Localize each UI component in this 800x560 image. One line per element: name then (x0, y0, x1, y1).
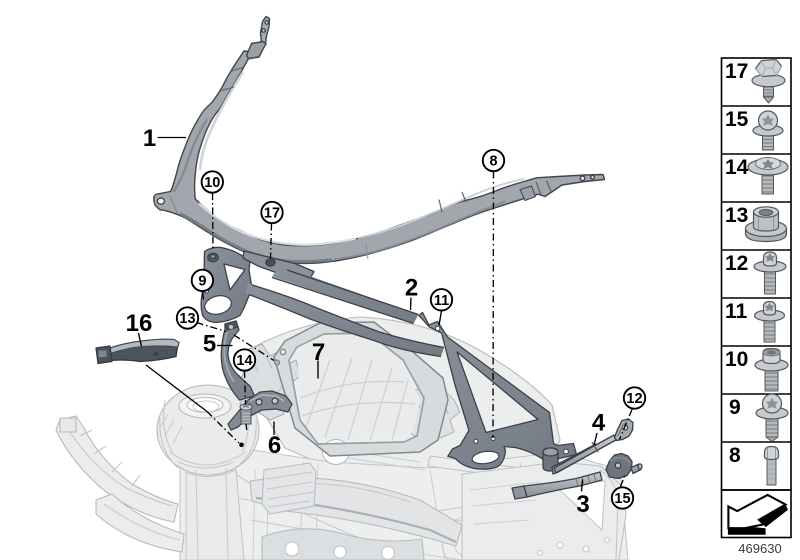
svg-text:12: 12 (626, 391, 642, 407)
svg-text:7: 7 (312, 339, 325, 366)
svg-text:10: 10 (725, 348, 748, 371)
svg-text:9: 9 (729, 396, 741, 419)
svg-text:13: 13 (179, 311, 195, 327)
svg-text:11: 11 (434, 293, 449, 309)
svg-text:16: 16 (126, 310, 153, 337)
svg-text:15: 15 (614, 491, 630, 507)
svg-text:6: 6 (268, 432, 281, 459)
svg-text:14: 14 (236, 353, 252, 369)
svg-text:5: 5 (203, 331, 216, 358)
svg-text:13: 13 (725, 204, 748, 227)
svg-text:14: 14 (725, 156, 749, 179)
svg-text:4: 4 (592, 410, 606, 437)
svg-text:9: 9 (198, 273, 206, 289)
svg-text:15: 15 (725, 108, 749, 131)
svg-text:8: 8 (729, 444, 741, 467)
svg-text:10: 10 (204, 175, 220, 191)
svg-text:469630: 469630 (738, 541, 781, 556)
svg-text:1: 1 (143, 125, 156, 152)
svg-text:11: 11 (725, 300, 748, 323)
svg-text:17: 17 (725, 60, 748, 83)
svg-text:8: 8 (489, 154, 497, 170)
svg-text:3: 3 (576, 491, 589, 518)
svg-text:17: 17 (264, 206, 280, 222)
svg-text:2: 2 (405, 275, 418, 302)
svg-text:12: 12 (725, 252, 748, 275)
